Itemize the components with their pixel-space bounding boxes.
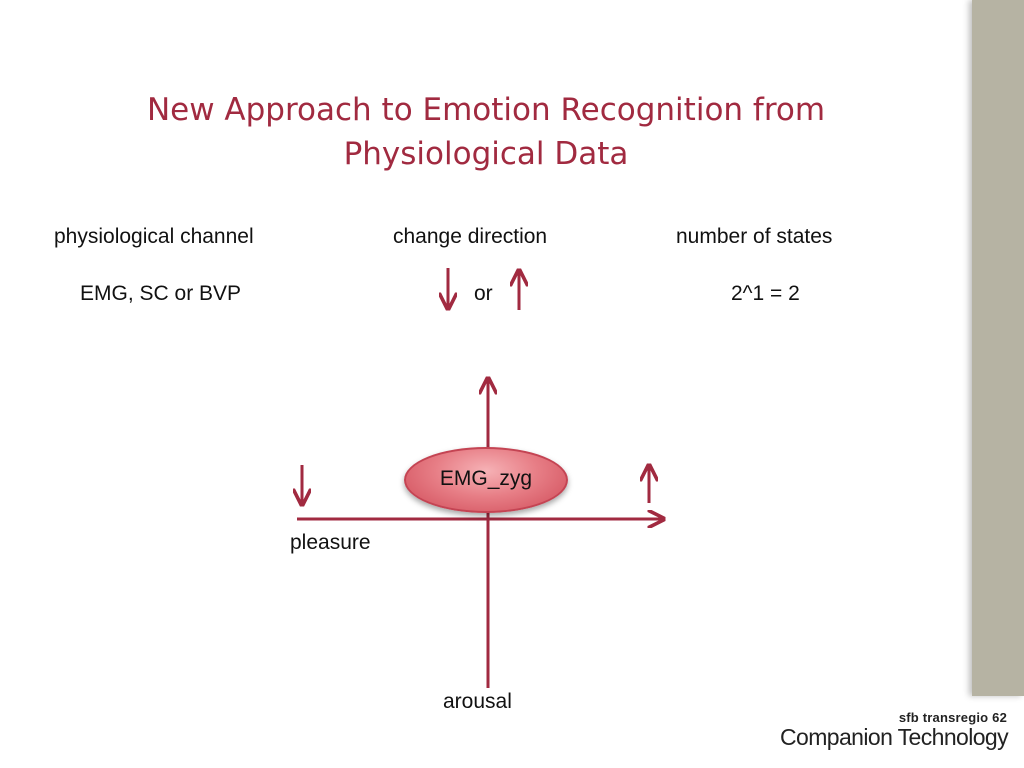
title-line-2: Physiological Data: [343, 136, 629, 172]
footer-companion-logo: Companion Technology: [780, 724, 1009, 750]
slide-title: New Approach to Emotion Recognition from…: [0, 88, 972, 176]
title-line-1: New Approach to Emotion Recognition from: [146, 92, 826, 128]
arousal-axis-label: arousal: [443, 690, 512, 713]
channel-value: EMG, SC or BVP: [80, 282, 242, 305]
direction-header: change direction: [393, 225, 548, 248]
states-value: 2^1 = 2: [731, 282, 800, 305]
footer-sfb-label: sfb transregio 62: [898, 710, 1007, 725]
states-header: number of states: [676, 225, 833, 248]
channel-header: physiological channel: [54, 225, 254, 248]
side-decoration-bar: [972, 0, 1024, 696]
emg-zyg-node: [404, 447, 568, 513]
pleasure-axis-label: pleasure: [290, 531, 371, 554]
emg-zyg-node-label: EMG_zyg: [439, 467, 533, 490]
direction-or-text: or: [474, 282, 493, 305]
